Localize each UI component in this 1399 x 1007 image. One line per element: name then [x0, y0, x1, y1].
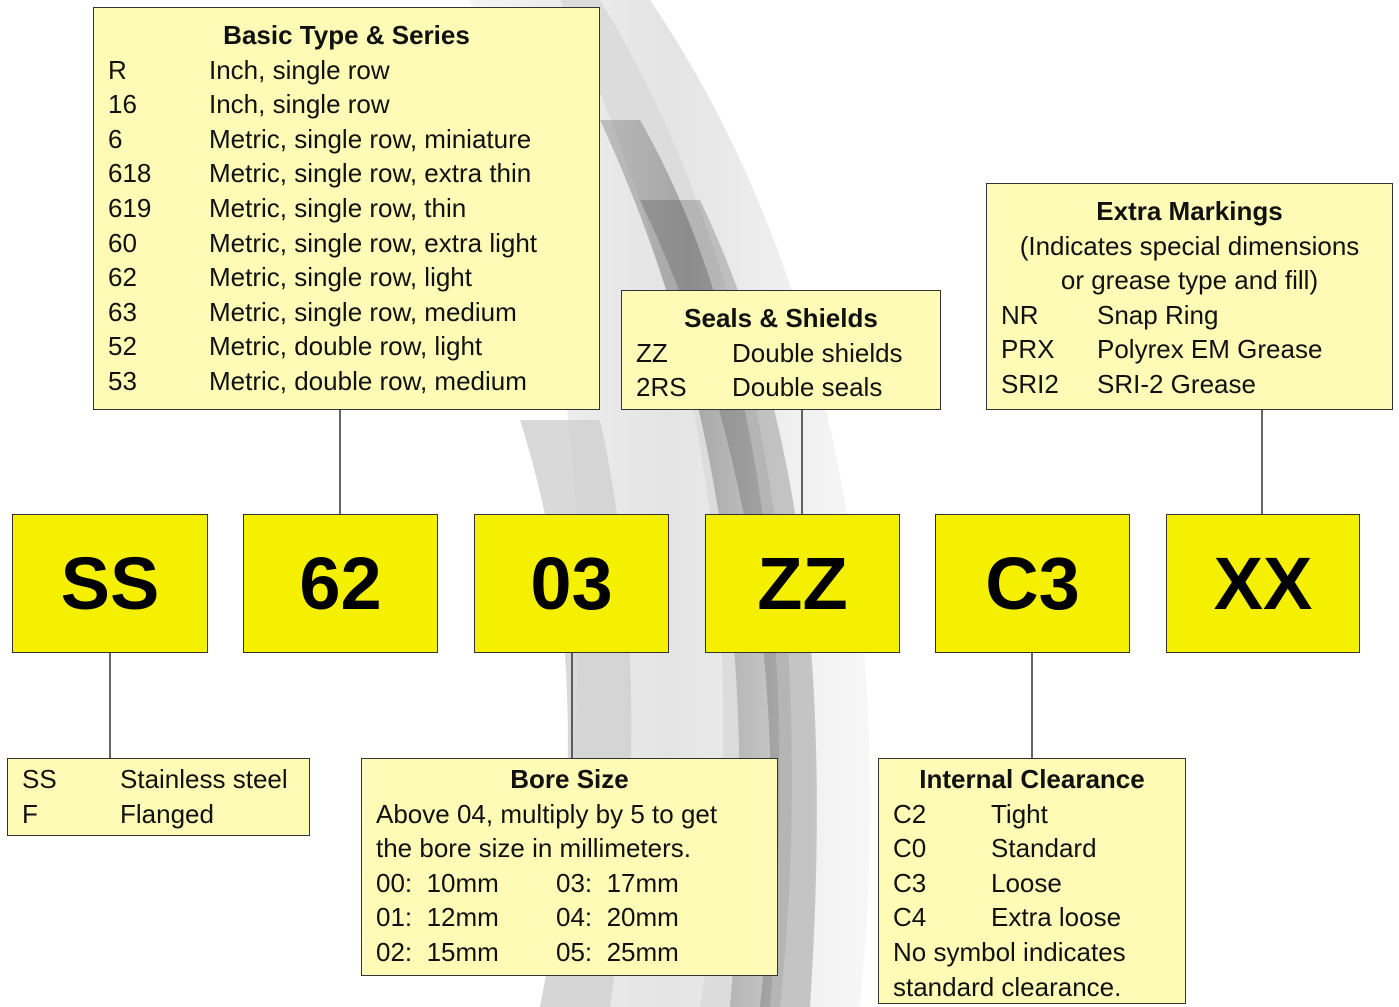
code-box-clearance: C3: [935, 514, 1130, 653]
basic-type-code: R: [108, 53, 209, 88]
material-description: Flanged: [120, 799, 214, 829]
basic-type-description: Metric, double row, medium: [209, 366, 527, 396]
basic-type-description: Metric, single row, light: [209, 262, 472, 292]
bore-size-entry: 00: 10mm: [376, 866, 556, 901]
extra-description: SRI-2 Grease: [1097, 369, 1256, 399]
seals-description: Double seals: [732, 372, 882, 402]
clearance-description: Standard: [991, 833, 1097, 863]
seals-code: ZZ: [636, 336, 732, 371]
clearance-description: Tight: [991, 799, 1048, 829]
basic-type-description: Metric, single row, extra light: [209, 228, 537, 258]
basic-type-code: 63: [108, 295, 209, 330]
basic-type-description: Metric, single row, miniature: [209, 124, 531, 154]
extra-code: NR: [1001, 298, 1097, 333]
clearance-title: Internal Clearance: [879, 762, 1185, 797]
bore-size-entry: 04: 20mm: [556, 902, 679, 932]
extra-description: Snap Ring: [1097, 300, 1218, 330]
code-box-extra: XX: [1166, 514, 1360, 653]
material-code: SS: [22, 762, 120, 797]
bore-size-entry: 05: 25mm: [556, 937, 679, 967]
bore-title: Bore Size: [362, 762, 777, 797]
basic-type-code: 6: [108, 122, 209, 157]
basic-type-code: 619: [108, 191, 209, 226]
bore-note-line-1: Above 04, multiply by 5 to get: [376, 797, 777, 832]
extra-title: Extra Markings: [987, 194, 1392, 229]
basic-type-code: 53: [108, 364, 209, 399]
basic-type-code: 62: [108, 260, 209, 295]
material-description: Stainless steel: [120, 764, 288, 794]
clearance-code: C3: [893, 866, 991, 901]
basic-type-code: 618: [108, 156, 209, 191]
bore-note-line-2: the bore size in millimeters.: [376, 831, 777, 866]
bore-size-box: Bore Size Above 04, multiply by 5 to get…: [361, 758, 778, 976]
code-box-material: SS: [12, 514, 208, 653]
basic-type-description: Metric, single row, extra thin: [209, 158, 531, 188]
clearance-note-line-1: No symbol indicates: [893, 935, 1185, 970]
basic-type-code: 52: [108, 329, 209, 364]
clearance-code: C2: [893, 797, 991, 832]
bore-size-entry: 01: 12mm: [376, 900, 556, 935]
bore-size-entry: 03: 17mm: [556, 868, 679, 898]
basic-type-code: 60: [108, 226, 209, 261]
extra-note-line-2: or grease type and fill): [987, 263, 1392, 298]
bore-size-entry: 02: 15mm: [376, 935, 556, 970]
code-box-series: 62: [243, 514, 438, 653]
extra-note-line-1: (Indicates special dimensions: [987, 229, 1392, 264]
basic-type-description: Metric, single row, thin: [209, 193, 466, 223]
seals-code: 2RS: [636, 370, 732, 405]
basic-type-description: Inch, single row: [209, 55, 390, 85]
clearance-code: C4: [893, 900, 991, 935]
extra-markings-box: Extra Markings (Indicates special dimens…: [986, 183, 1393, 410]
clearance-description: Extra loose: [991, 902, 1121, 932]
code-box-bore: 03: [474, 514, 669, 653]
extra-description: Polyrex EM Grease: [1097, 334, 1322, 364]
extra-code: PRX: [1001, 332, 1097, 367]
clearance-code: C0: [893, 831, 991, 866]
clearance-note-line-2: standard clearance.: [893, 970, 1185, 1005]
basic-type-title: Basic Type & Series: [94, 18, 599, 53]
seals-title: Seals & Shields: [622, 301, 940, 336]
basic-type-description: Metric, double row, light: [209, 331, 482, 361]
basic-type-description: Inch, single row: [209, 89, 390, 119]
material-code: F: [22, 797, 120, 832]
basic-type-description: Metric, single row, medium: [209, 297, 517, 327]
basic-type-code: 16: [108, 87, 209, 122]
extra-code: SRI2: [1001, 367, 1097, 402]
clearance-description: Loose: [991, 868, 1062, 898]
code-box-seals: ZZ: [705, 514, 900, 653]
seals-description: Double shields: [732, 338, 903, 368]
